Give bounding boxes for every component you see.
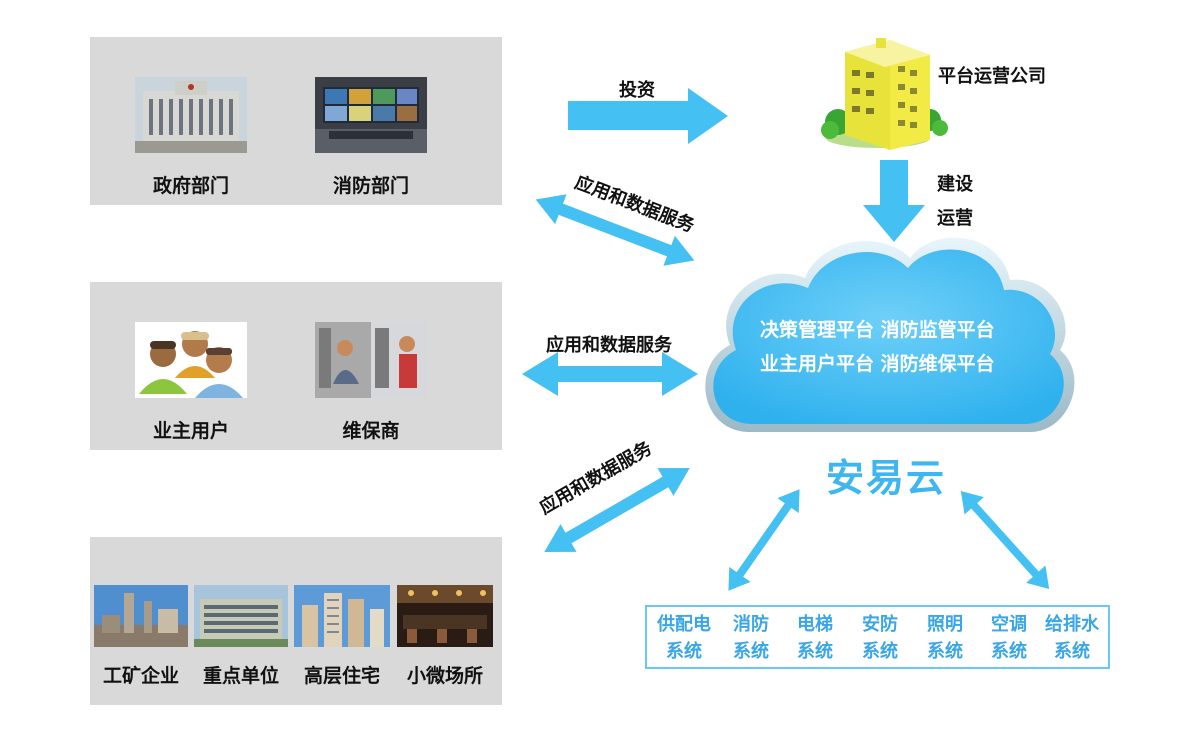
system-elevator: 电梯系统 — [797, 614, 833, 662]
systems-box: 供配电系统 消防系统 电梯系统 安防系统 照明系统 空调系统 给排水系统 — [645, 605, 1110, 669]
cloud-system-left-arrow — [728, 489, 800, 591]
invest-label: 投资 — [619, 80, 655, 101]
label-industrial-enterprise: 工矿企业 — [102, 665, 179, 687]
brand-name: 安易云 — [826, 456, 947, 500]
service-top-arrow — [535, 194, 695, 266]
build-label: 建设 — [937, 174, 973, 195]
label-owner-users: 业主用户 — [152, 420, 229, 442]
small-venue-photo — [397, 585, 493, 647]
label-fire-department: 消防部门 — [332, 175, 409, 197]
system-air-conditioning: 空调系统 — [991, 614, 1027, 662]
system-fire-protection: 消防系统 — [733, 614, 769, 662]
industrial-enterprise-photo — [94, 585, 188, 647]
label-maintenance-provider: 维保商 — [342, 420, 400, 442]
government-photo — [135, 77, 247, 153]
system-water-supply-drainage: 给排水系统 — [1045, 614, 1099, 662]
operator-company-label: 平台运营公司 — [938, 66, 1046, 87]
operate-label: 运营 — [937, 208, 973, 229]
service-mid-arrow — [522, 352, 698, 396]
cloud-platforms-line2: 业主用户平台 消防维保平台 — [760, 353, 995, 375]
build-arrow — [863, 160, 925, 242]
system-lighting: 照明系统 — [927, 614, 963, 662]
fire-control-room-photo — [315, 77, 427, 153]
service-bottom-arrow — [544, 468, 690, 552]
service-mid-label: 应用和数据服务 — [546, 335, 672, 356]
invest-arrow — [568, 88, 728, 144]
label-key-unit: 重点单位 — [202, 665, 279, 687]
building-icon — [821, 38, 948, 150]
system-power-supply: 供配电系统 — [657, 614, 711, 662]
label-small-venue: 小微场所 — [406, 665, 483, 687]
key-unit-photo — [194, 585, 288, 647]
label-government: 政府部门 — [152, 175, 229, 197]
system-security: 安防系统 — [862, 614, 898, 662]
cloud-shape — [705, 237, 1075, 432]
high-rise-residence-photo — [294, 585, 390, 647]
maintenance-provider-photo — [315, 322, 427, 398]
owner-users-icon — [135, 322, 247, 398]
label-high-rise-residence: 高层住宅 — [303, 665, 380, 687]
cloud-system-right-arrow — [960, 490, 1050, 590]
cloud-platforms-line1: 决策管理平台 消防监管平台 — [760, 319, 995, 341]
